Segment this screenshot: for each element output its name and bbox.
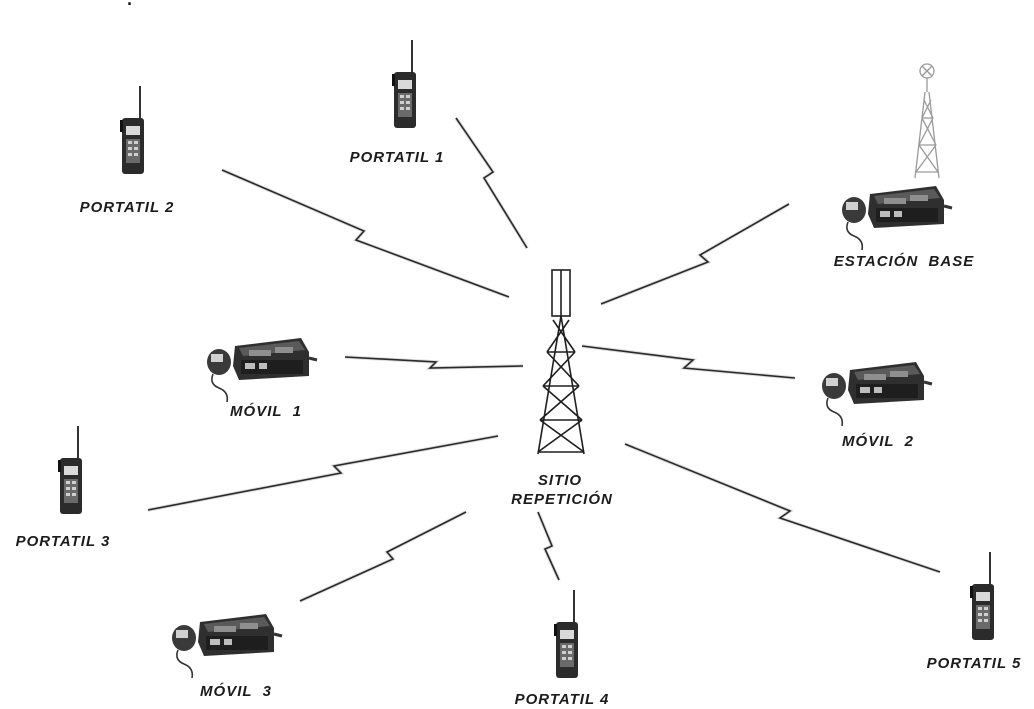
link-estacion-base bbox=[601, 204, 789, 304]
portatil-5-radio-icon bbox=[970, 552, 994, 640]
label-portatil-3: PORTATIL 3 bbox=[16, 533, 111, 550]
label-portatil-1: PORTATIL 1 bbox=[350, 149, 445, 166]
portatil-3-radio-icon bbox=[58, 426, 82, 514]
movil-1-radio-icon bbox=[207, 338, 317, 402]
link-portatil-2-line bbox=[222, 170, 509, 297]
link-portatil-1 bbox=[456, 118, 527, 248]
repeater-label-line1: SITIO bbox=[538, 472, 582, 489]
label-movil-3: MÓVIL 3 bbox=[200, 682, 272, 700]
link-portatil-3 bbox=[148, 436, 498, 510]
label-portatil-4: PORTATIL 4 bbox=[515, 691, 610, 708]
top-mark: · bbox=[127, 0, 134, 14]
base-station-tower-icon bbox=[915, 64, 939, 178]
repeater-tower-icon bbox=[538, 270, 584, 454]
portatil-1-radio-icon bbox=[392, 40, 416, 128]
portatil-4-radio-icon bbox=[554, 590, 578, 678]
movil-2-radio-icon bbox=[822, 362, 932, 426]
movil-3-radio-icon bbox=[172, 614, 282, 678]
label-portatil-5: PORTATIL 5 bbox=[927, 655, 1022, 672]
label-portatil-2: PORTATIL 2 bbox=[80, 199, 175, 216]
link-movil-3-line bbox=[300, 512, 466, 601]
repeater-label-line2: REPETICIÓN bbox=[511, 490, 613, 508]
link-portatil-5-line bbox=[625, 444, 940, 572]
base-station-radio-icon bbox=[842, 186, 952, 250]
link-portatil-4 bbox=[538, 512, 559, 580]
label-estacion-base: ESTACIÓN BASE bbox=[834, 252, 974, 270]
label-movil-1: MÓVIL 1 bbox=[230, 402, 302, 420]
portatil-2-radio-icon bbox=[120, 86, 144, 174]
label-movil-2: MÓVIL 2 bbox=[842, 432, 914, 450]
